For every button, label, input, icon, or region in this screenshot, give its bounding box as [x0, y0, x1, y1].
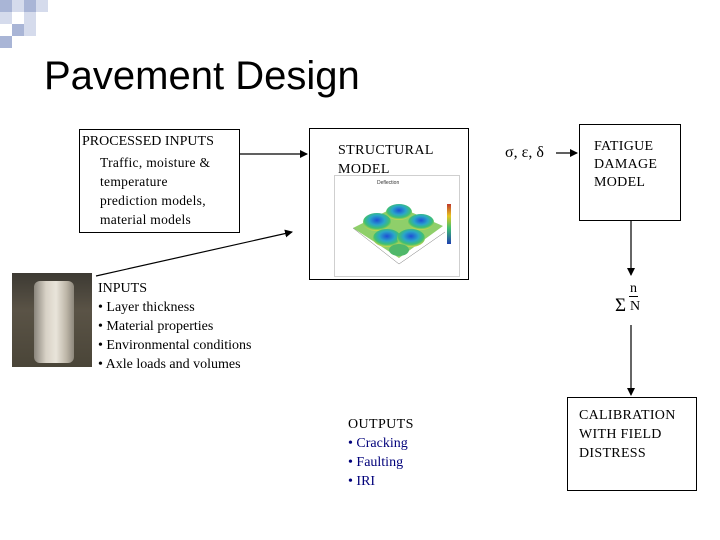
calibration-label: WITH FIELD: [579, 427, 662, 442]
decor-square: [36, 0, 48, 12]
core-sample: [34, 281, 74, 363]
inputs-item: • Axle loads and volumes: [98, 357, 241, 372]
structural-model-box: STRUCTURAL MODEL Deflection: [309, 128, 469, 280]
response-symbols: σ, ε, δ: [505, 144, 544, 161]
calibration-label: CALIBRATION: [579, 408, 676, 423]
inputs-item: • Environmental conditions: [98, 338, 252, 353]
decor-square: [0, 0, 12, 12]
damage-sum: n Σ N: [615, 282, 655, 322]
fatigue-model-label: FATIGUE: [594, 139, 654, 154]
processed-inputs-heading: PROCESSED INPUTS: [82, 134, 214, 149]
decor-square: [24, 24, 36, 36]
decor-square: [24, 12, 36, 24]
fatigue-model-label: MODEL: [594, 175, 646, 190]
inputs-heading: INPUTS: [98, 281, 148, 296]
deflection-plot-title: Deflection: [377, 180, 400, 186]
structural-model-label: MODEL: [338, 162, 390, 177]
decor-square: [24, 0, 36, 12]
decor-square: [12, 0, 24, 12]
calibration-label: DISTRESS: [579, 446, 646, 461]
page-title: Pavement Design: [44, 54, 360, 98]
processed-inputs-line: material models: [100, 212, 192, 227]
decor-square: [0, 36, 12, 48]
outputs-item: • IRI: [348, 474, 376, 489]
decor-square: [0, 12, 12, 24]
fatigue-model-label: DAMAGE: [594, 157, 658, 172]
deflection-surface-graphic: [352, 204, 451, 265]
sigma-symbol: Σ: [615, 295, 627, 316]
inputs-item: • Material properties: [98, 319, 214, 334]
processed-inputs-line: temperature: [100, 174, 168, 189]
outputs-item: • Faulting: [348, 455, 404, 470]
outputs-heading: OUTPUTS: [348, 417, 414, 432]
processed-inputs-box: PROCESSED INPUTS Traffic, moisture & tem…: [79, 129, 240, 233]
inputs-list: INPUTS • Layer thickness • Material prop…: [98, 279, 251, 374]
concrete-core-photo: [12, 273, 92, 367]
processed-inputs-line: prediction models,: [100, 193, 206, 208]
arrow-inputs-to-processed: [95, 229, 293, 277]
sum-denominator: N: [630, 299, 641, 314]
deflection-plot: Deflection: [334, 175, 460, 277]
processed-inputs-line: Traffic, moisture &: [100, 155, 211, 170]
calibration-box: CALIBRATION WITH FIELD DISTRESS: [567, 397, 697, 491]
inputs-item: • Layer thickness: [98, 300, 195, 315]
sum-numerator: n: [629, 281, 638, 297]
structural-model-label: STRUCTURAL: [338, 143, 434, 158]
outputs-list: OUTPUTS • Cracking • Faulting • IRI: [348, 415, 414, 491]
fatigue-damage-model-box: FATIGUE DAMAGE MODEL: [579, 124, 681, 221]
decor-square: [12, 24, 24, 36]
outputs-item: • Cracking: [348, 436, 408, 451]
